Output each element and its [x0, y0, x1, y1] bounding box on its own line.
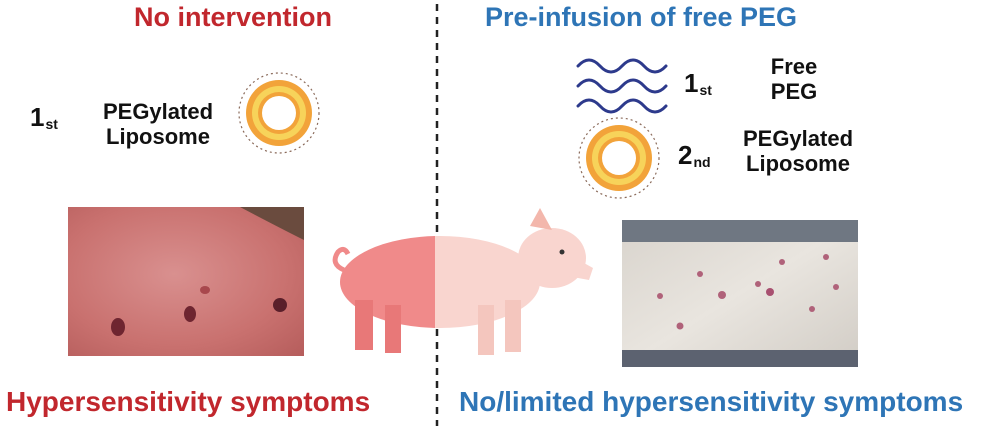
right-dose1-ordinal: 1st	[684, 68, 712, 98]
pig-icon-right-half	[435, 208, 593, 355]
right-dose2-ordinal: 2nd	[678, 140, 711, 170]
left-dose-label: PEGylated Liposome	[102, 99, 214, 149]
free-peg-icon	[576, 58, 668, 114]
skin-photo-right	[622, 220, 858, 367]
right-panel-title: Pre-infusion of free PEG	[485, 2, 798, 32]
left-outcome-label: Hypersensitivity symptoms	[6, 386, 371, 417]
right-dose2-label: PEGylated Liposome	[742, 126, 854, 176]
liposome-icon-right	[578, 117, 660, 199]
liposome-icon-left	[238, 72, 320, 154]
skin-photo-left	[68, 207, 304, 356]
left-dose-ordinal: 1st	[30, 102, 58, 132]
right-outcome-label: No/limited hypersensitivity symptoms	[459, 386, 964, 417]
pig-icon-left-half	[332, 236, 435, 353]
left-panel-title: No intervention	[134, 2, 333, 32]
right-dose1-label: Free PEG	[770, 54, 818, 104]
